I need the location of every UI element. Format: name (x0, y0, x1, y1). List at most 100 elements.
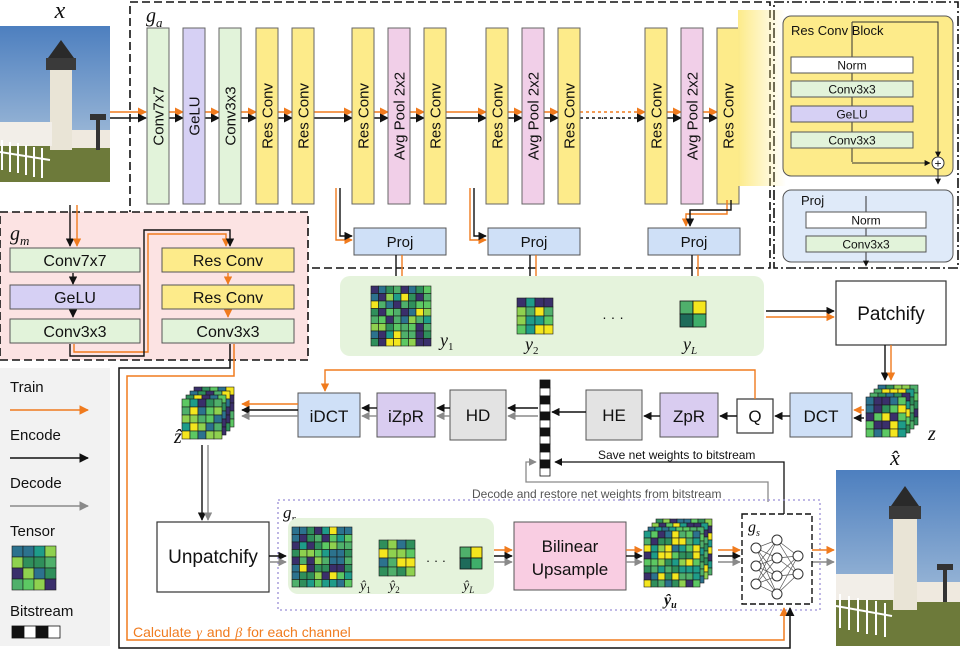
svg-text:Patchify: Patchify (857, 304, 925, 325)
proj-block-title: Proj (801, 193, 824, 208)
detail-frame (773, 1, 959, 269)
svg-text:Avg Pool 2x2: Avg Pool 2x2 (392, 72, 409, 160)
g-a-block-2: GeLU (182, 27, 206, 205)
res-conv-layer-3: GeLU (790, 105, 914, 123)
g-m-left-1: Conv7x7 (9, 247, 141, 273)
g-m-left-2: GeLU (9, 284, 141, 310)
svg-text:GeLU: GeLU (187, 96, 204, 135)
tensor-z (865, 384, 919, 438)
legend-bitstream-icon (11, 625, 61, 639)
res-conv-block-title: Res Conv Block (791, 23, 884, 38)
svg-text:Conv7x7: Conv7x7 (151, 86, 168, 145)
g-r-frame (277, 499, 821, 611)
res-conv-layer-1: Norm (790, 56, 914, 74)
bilinear-to-yu (626, 545, 643, 567)
svg-text:GeLU: GeLU (836, 108, 867, 122)
yu-hat-label: ŷu (662, 592, 677, 611)
y-hat-ellipsis: · · · (426, 553, 446, 568)
proj-box-1: Proj (353, 227, 447, 256)
g-a-block-10: Avg Pool 2x2 (521, 27, 545, 205)
g-a-block-14: Res Conv (716, 27, 740, 205)
svg-text:Conv3x3: Conv3x3 (43, 324, 106, 341)
proj-box-L: Proj (647, 227, 741, 256)
legend-decode: Decode (10, 475, 62, 492)
y2-hat-label: ŷ2 (387, 579, 400, 595)
g-a-block-1: Conv7x7 (146, 27, 170, 205)
proj-layer-2: Conv3x3 (805, 235, 927, 253)
svg-text:+: + (934, 157, 941, 171)
svg-text:Conv7x7: Conv7x7 (43, 253, 106, 270)
izpr-box: iZpR (376, 392, 436, 438)
q-box: Q (736, 398, 774, 434)
tensor-yL-hat (459, 546, 483, 570)
svg-text:Res Conv: Res Conv (490, 83, 507, 149)
g-a-block-4: Res Conv (255, 27, 279, 205)
svg-text:Avg Pool 2x2: Avg Pool 2x2 (526, 72, 543, 160)
yu-to-gs (718, 545, 835, 567)
g-a-block-6: Res Conv (351, 27, 375, 205)
svg-text:Res Conv: Res Conv (260, 83, 277, 149)
g-m-right-2: Res Conv (161, 284, 295, 310)
svg-text:iDCT: iDCT (310, 407, 349, 426)
legend-train: Train (10, 379, 44, 396)
proj-layer-1: Norm (805, 211, 927, 229)
legend-bitstream: Bitstream (10, 603, 73, 620)
z-label: z (927, 423, 936, 445)
svg-text:Conv3x3: Conv3x3 (196, 324, 259, 341)
zhat-to-unpatchify (197, 445, 213, 521)
g-a-block-8: Res Conv (423, 27, 447, 205)
g-a-ellipsis: · · · (600, 109, 622, 125)
svg-text:iZpR: iZpR (388, 407, 424, 426)
svg-text:Res Conv: Res Conv (721, 83, 738, 149)
legend-panel (0, 368, 110, 646)
svg-text:Unpatchify: Unpatchify (168, 547, 258, 568)
svg-text:Conv3x3: Conv3x3 (842, 238, 890, 252)
bilinear-upsample-box: Bilinear Upsample (513, 521, 627, 591)
svg-text:DCT: DCT (804, 407, 839, 426)
y1-label: y1 (438, 330, 454, 353)
svg-text:Norm: Norm (851, 214, 880, 228)
legend-tensor: Tensor (10, 523, 55, 540)
g-a-block-9: Res Conv (485, 27, 509, 205)
patchify-to-z (880, 345, 896, 381)
patchify-box: Patchify (835, 280, 947, 346)
g-a-block-7: Avg Pool 2x2 (387, 27, 411, 205)
g-a-block-3: Conv3x3 (218, 27, 242, 205)
svg-text:Res Conv: Res Conv (296, 83, 313, 149)
gamma-beta-path (118, 344, 795, 649)
idct-box: iDCT (297, 392, 361, 438)
tensor-yL (679, 300, 707, 328)
svg-text:Q: Q (748, 407, 761, 426)
tensor-y2 (516, 297, 554, 335)
pipeline-arrows (241, 369, 864, 423)
save-weights-label: Save net weights to bitstream (598, 448, 755, 462)
svg-text:Proj: Proj (521, 234, 548, 251)
svg-text:Res Conv: Res Conv (356, 83, 373, 149)
y2-label: y2 (523, 334, 539, 357)
zpr-box: ZpR (659, 392, 719, 438)
g-m-left-3: Conv3x3 (9, 318, 141, 344)
panel-to-patchify (766, 306, 835, 322)
weights-lines (525, 458, 785, 514)
svg-text:Res Conv: Res Conv (193, 290, 263, 307)
he-box: HE (585, 389, 643, 441)
svg-text:Bilinear: Bilinear (542, 537, 599, 556)
svg-text:ZpR: ZpR (673, 407, 705, 426)
unpatchify-to-panel (269, 545, 513, 567)
zoom-connector (738, 10, 786, 186)
svg-text:Proj: Proj (681, 234, 708, 251)
svg-text:HE: HE (602, 406, 626, 425)
g-a-label: ga (146, 5, 163, 30)
g-a-block-11: Res Conv (557, 27, 581, 205)
svg-text:Conv3x3: Conv3x3 (223, 86, 240, 145)
tensor-y1 (370, 285, 432, 347)
svg-text:GeLU: GeLU (54, 290, 96, 307)
restore-weights-label: Decode and restore net weights from bits… (472, 487, 721, 501)
g-a-block-13: Avg Pool 2x2 (680, 27, 704, 205)
dct-box: DCT (789, 392, 853, 438)
svg-text:Res Conv: Res Conv (562, 83, 579, 149)
res-conv-layer-4: Conv3x3 (790, 131, 914, 149)
